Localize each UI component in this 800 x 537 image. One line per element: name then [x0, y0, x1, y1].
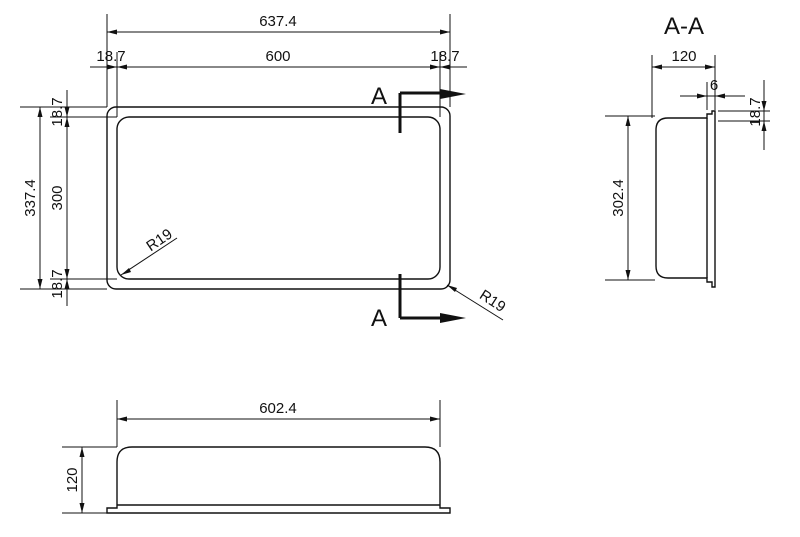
section-dim-thickness: 6	[710, 77, 718, 94]
section-view: A-A 120 6 18.7 302.4	[605, 13, 770, 288]
bottom-dim-depth: 120	[64, 467, 81, 492]
dim-overall-height: 337.4	[22, 179, 39, 217]
section-label-top: A	[371, 83, 387, 110]
bottom-profile	[106, 446, 451, 514]
dim-flange-bottom: 18.7	[49, 269, 66, 298]
dim-inner-height: 300	[49, 185, 66, 210]
front-view: 637.4 600 18.7 18.7 337.4 300 18.7 18.7 …	[20, 13, 509, 332]
section-marker-bottom: A	[371, 274, 466, 332]
section-marker-top: A	[371, 83, 466, 133]
dim-flange-top: 18.7	[49, 97, 66, 126]
front-outer-outline	[106, 106, 451, 290]
radius-outer-label: R19	[476, 287, 508, 316]
bottom-dim-width: 602.4	[259, 400, 297, 417]
radius-inner-label: R19	[143, 226, 175, 255]
section-dim-depth: 120	[671, 48, 696, 65]
bottom-view: 602.4 120	[62, 400, 451, 514]
front-inner-outline	[116, 116, 441, 280]
section-title: A-A	[664, 13, 704, 40]
dim-flange-right: 18.7	[430, 48, 459, 65]
section-profile	[655, 110, 716, 288]
dim-inner-width: 600	[265, 48, 290, 65]
section-dim-flange: 18.7	[747, 97, 764, 126]
dim-flange-left: 18.7	[96, 48, 125, 65]
section-dim-height: 302.4	[610, 179, 627, 217]
section-label-bottom: A	[371, 305, 387, 332]
dim-overall-width: 637.4	[259, 13, 297, 30]
